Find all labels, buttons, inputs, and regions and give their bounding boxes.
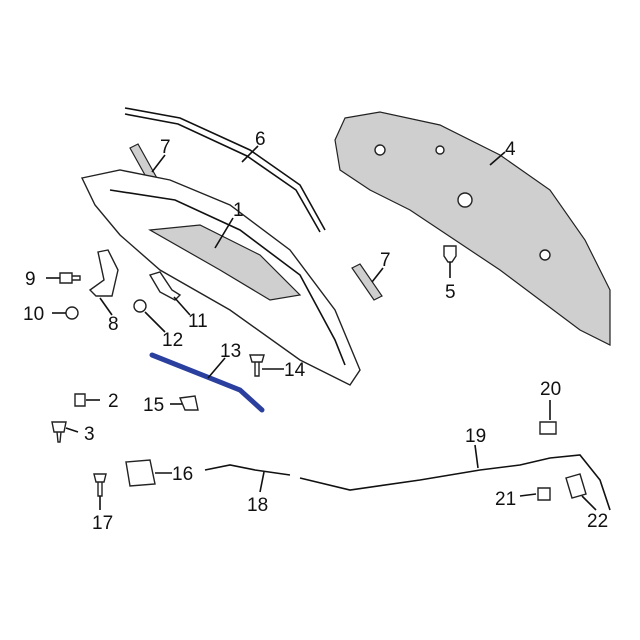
part-4-insulator (334, 111, 611, 346)
callout-7: 7 (380, 250, 391, 271)
part-6-weatherstrip (124, 107, 326, 231)
callout-7: 7 (160, 137, 171, 158)
part-22-bracket (565, 473, 587, 499)
callout-19: 19 (465, 426, 486, 447)
callout-13: 13 (220, 341, 241, 362)
callout-18: 18 (247, 495, 268, 516)
part-17-bolt (93, 473, 107, 497)
part-3-pin (51, 421, 67, 443)
part-13-prop-rod (149, 352, 265, 413)
callout-4: 4 (505, 139, 516, 160)
callout-20: 20 (540, 379, 561, 400)
callout-5: 5 (445, 282, 456, 303)
part-11-bracket (148, 271, 182, 301)
callout-3: 3 (84, 424, 95, 445)
callout-15: 15 (143, 395, 164, 416)
part-8-bracket (88, 249, 119, 297)
part-21-bolt (537, 487, 551, 501)
part-1-hood (80, 169, 361, 386)
callout-1: 1 (233, 200, 244, 221)
part-20-clip (539, 421, 557, 435)
part-7-seal-b (351, 263, 383, 301)
callout-17: 17 (92, 513, 113, 534)
callout-6: 6 (255, 129, 266, 150)
callout-10: 10 (23, 304, 44, 325)
part-2-bolt (74, 393, 86, 407)
part-16-latch (125, 459, 156, 487)
callout-22: 22 (587, 511, 608, 532)
part-14-bolt (249, 354, 265, 377)
callout-9: 9 (25, 269, 36, 290)
part-19-cable (299, 454, 611, 511)
part-9-bolt (59, 272, 81, 284)
part-5-clip (443, 245, 457, 263)
part-10-nut (65, 306, 79, 320)
part-15-clip (179, 395, 199, 411)
callout-16: 16 (172, 464, 193, 485)
part-18-cable (204, 464, 291, 476)
callout-8: 8 (108, 314, 119, 335)
part-12-grommet (133, 299, 147, 313)
leader-lines (46, 145, 597, 511)
callout-11: 11 (188, 311, 208, 332)
callout-14: 14 (284, 360, 306, 381)
callout-2: 2 (108, 391, 119, 412)
callout-21: 21 (495, 489, 516, 510)
callout-12: 12 (162, 330, 183, 351)
